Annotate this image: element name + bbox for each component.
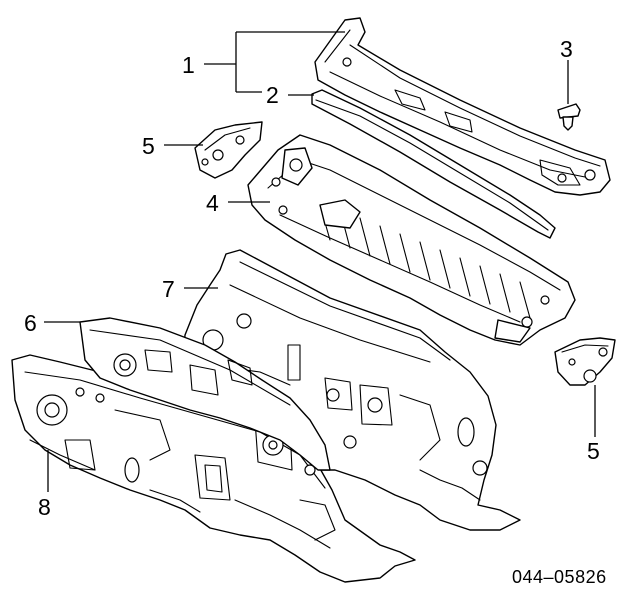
callout-5-upper: 5 [142, 133, 155, 159]
callout-1: 1 [182, 52, 195, 78]
part-1-cowl-outer [314, 17, 611, 196]
part-2-seal [311, 89, 556, 239]
part-6-insulator [79, 317, 331, 471]
part-3-clip [557, 103, 581, 131]
callout-2: 2 [266, 82, 279, 108]
callout-5-lower: 5 [587, 438, 600, 464]
part-4-cowl-inner [247, 134, 576, 346]
leader-lines [44, 31, 596, 492]
callout-6: 6 [24, 310, 37, 336]
part-5-bracket-upper [194, 121, 263, 179]
part-7-dash-panel [182, 249, 521, 531]
callout-3: 3 [560, 36, 573, 62]
diagram-code: 044–05826 [512, 567, 607, 587]
part-5-bracket-lower [554, 337, 616, 386]
callout-8: 8 [38, 494, 51, 520]
callout-4: 4 [206, 190, 219, 216]
callout-7: 7 [162, 276, 175, 302]
leader-1 [204, 31, 345, 93]
callout-labels: 1 2 3 4 5 5 6 7 8 [24, 36, 600, 520]
